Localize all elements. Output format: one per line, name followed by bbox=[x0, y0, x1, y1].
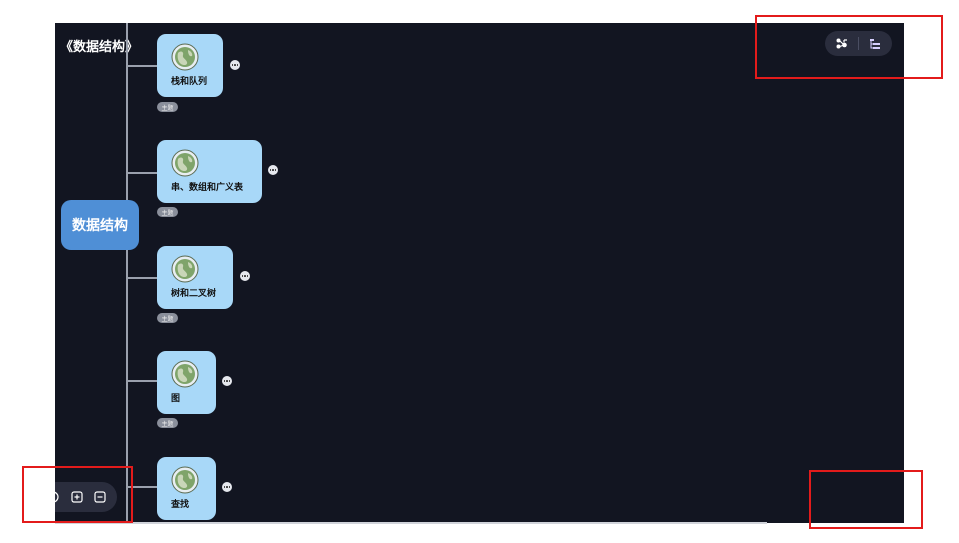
outline-icon[interactable] bbox=[867, 36, 883, 51]
more-icon[interactable] bbox=[240, 271, 250, 281]
topic-label: 栈和队列 bbox=[171, 77, 208, 87]
annotation-box bbox=[22, 466, 133, 523]
topic-label: 图 bbox=[171, 394, 181, 404]
more-icon[interactable] bbox=[222, 376, 232, 386]
annotation-box bbox=[755, 15, 943, 79]
topic-tag-badge: 主题 bbox=[157, 207, 178, 217]
toolbar-divider bbox=[858, 37, 859, 50]
more-icon[interactable] bbox=[268, 165, 278, 175]
topic-label: 查找 bbox=[171, 500, 190, 510]
connector-branch bbox=[126, 486, 157, 488]
connector-trunk bbox=[126, 23, 128, 523]
document-title: 《数据结构》 bbox=[60, 40, 139, 55]
zoom-out-icon[interactable] bbox=[93, 490, 107, 504]
topic-node[interactable]: 栈和队列 bbox=[157, 34, 223, 97]
connector-branch bbox=[126, 172, 157, 174]
topic-node[interactable]: 图 bbox=[157, 351, 216, 414]
zoom-in-icon[interactable] bbox=[70, 490, 84, 504]
more-icon[interactable] bbox=[222, 482, 232, 492]
topic-label: 树和二叉树 bbox=[171, 289, 217, 299]
topic-label: 串、数组和广义表 bbox=[171, 183, 244, 193]
zoom-controls bbox=[47, 482, 117, 512]
fit-icon[interactable] bbox=[46, 490, 60, 504]
globe-icon bbox=[171, 43, 199, 71]
annotation-box bbox=[809, 470, 923, 529]
topic-node[interactable]: 串、数组和广义表 bbox=[157, 140, 262, 203]
globe-icon bbox=[171, 466, 199, 494]
topic-tag-badge: 主题 bbox=[157, 102, 178, 112]
central-topic[interactable]: 数据结构 bbox=[61, 200, 139, 250]
topic-tag-badge: 主题 bbox=[157, 313, 178, 323]
topic-node[interactable]: 查找 bbox=[157, 457, 216, 520]
layout-icon[interactable] bbox=[834, 36, 850, 51]
connector-branch bbox=[126, 380, 157, 382]
view-toolbar bbox=[825, 31, 892, 56]
canvas-bottom-edge bbox=[55, 522, 767, 524]
topic-tag-badge: 主题 bbox=[157, 418, 178, 428]
globe-icon bbox=[171, 255, 199, 283]
globe-icon bbox=[171, 149, 199, 177]
more-icon[interactable] bbox=[230, 60, 240, 70]
connector-branch bbox=[126, 65, 157, 67]
connector-branch bbox=[126, 277, 157, 279]
topic-node[interactable]: 树和二叉树 bbox=[157, 246, 233, 309]
globe-icon bbox=[171, 360, 199, 388]
